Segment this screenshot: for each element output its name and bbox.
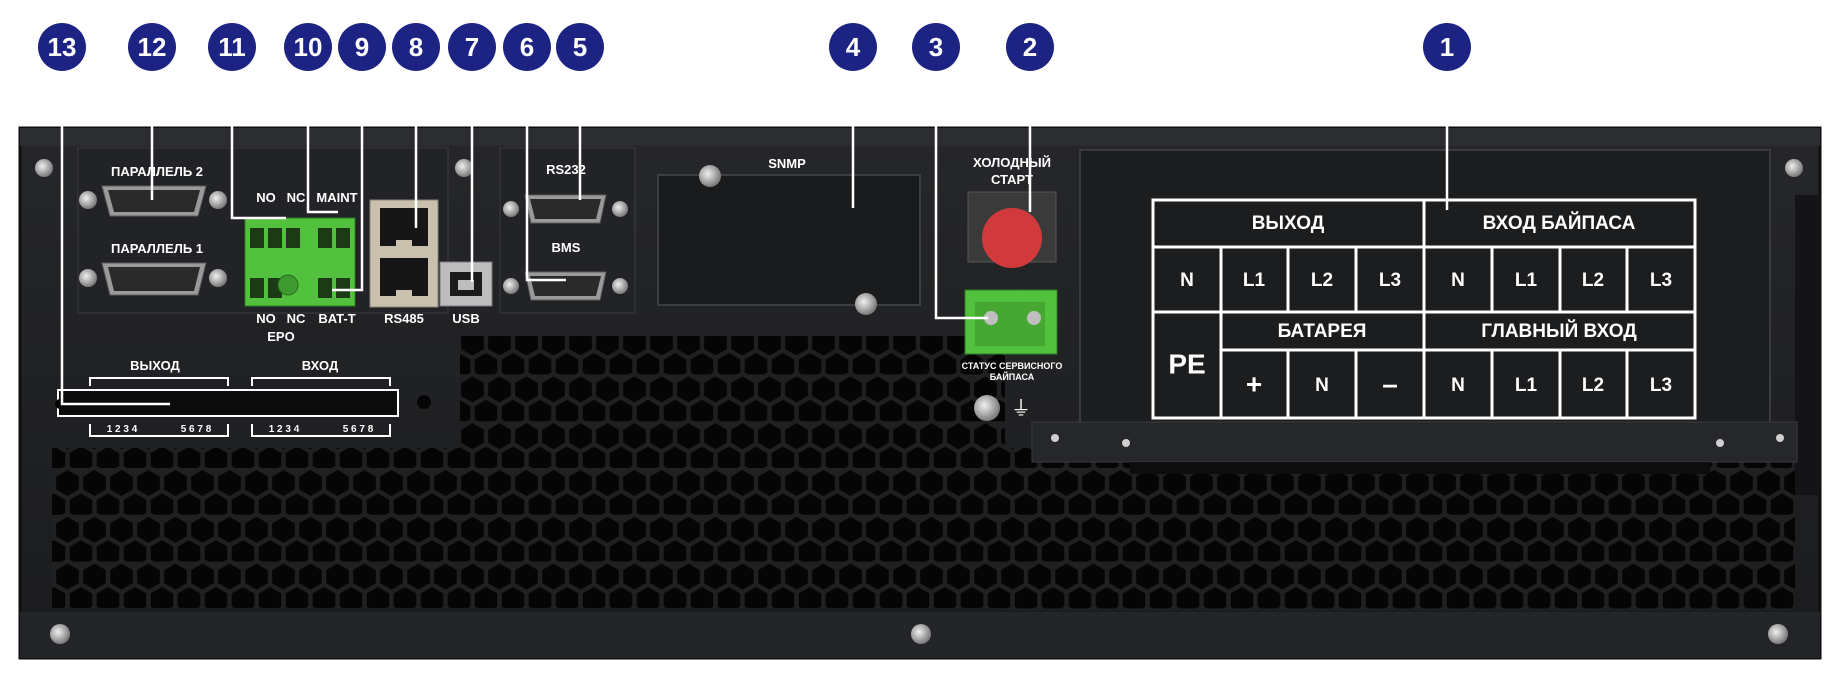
slot-pins-b-output: 5 6 7 8 — [181, 424, 212, 435]
dry-contact-terminal-block — [244, 217, 356, 307]
right-end-cap — [1795, 195, 1820, 495]
rs232-label: RS232 — [546, 162, 586, 177]
callout-number: 7 — [465, 32, 479, 62]
table-main-input-header: ГЛАВНЫЙ ВХОД — [1481, 320, 1637, 342]
table-output-header: ВЫХОД — [1252, 213, 1325, 234]
parallel-1-connector — [79, 262, 227, 296]
table-cell: L2 — [1311, 270, 1333, 291]
callout-circle — [503, 23, 551, 71]
bat-t-label: BAT-T — [318, 311, 355, 326]
callout-number: 3 — [929, 32, 943, 62]
rs232-connector — [503, 194, 628, 224]
callout-circle — [284, 23, 332, 71]
rs485-label: RS485 — [384, 311, 424, 326]
terminal-cover-shadow — [1130, 462, 1710, 474]
ground-screw — [974, 395, 1000, 421]
chassis-top-rail — [20, 128, 1820, 146]
slot-pins-b-input: 5 6 7 8 — [343, 424, 374, 435]
service-bypass-status-terminal — [964, 289, 1058, 355]
epo-label: EPO — [267, 329, 294, 344]
callout-number: 10 — [294, 32, 323, 62]
terminal-table — [1151, 198, 1697, 420]
callout-number: 11 — [218, 32, 246, 62]
callout-number: 12 — [138, 32, 167, 62]
callout-circle — [128, 23, 176, 71]
table-cell: – — [1382, 368, 1398, 399]
parallel-2-label: ПАРАЛЛЕЛЬ 2 — [111, 164, 203, 179]
callout-circle — [38, 23, 86, 71]
no-top-label: NO — [256, 190, 276, 205]
callout-number: 5 — [573, 32, 587, 62]
cold-start-button[interactable] — [967, 191, 1057, 268]
slot-bracket-output — [89, 377, 229, 437]
table-bypass-header: ВХОД БАЙПАСА — [1483, 212, 1636, 234]
callout-number: 9 — [355, 32, 369, 62]
ground-icon: ⏚ — [1011, 398, 1031, 420]
table-cell: N — [1180, 270, 1194, 291]
table-cell: L2 — [1582, 375, 1604, 396]
callout-circle — [1423, 23, 1471, 71]
service-status-label-1: СТАТУС СЕРВИСНОГО — [962, 361, 1063, 371]
snmp-slot-cover — [657, 165, 921, 315]
callout-circle — [912, 23, 960, 71]
table-cell: L1 — [1515, 270, 1538, 291]
slot-input-label: ВХОД — [302, 358, 339, 373]
chassis-screws — [35, 159, 1803, 644]
callout-number: 6 — [520, 32, 534, 62]
rs485-port — [369, 199, 439, 308]
table-bottom-row: + N – N L1 L2 L3 — [1246, 368, 1672, 399]
table-cell: N — [1315, 375, 1329, 396]
callout-circle — [338, 23, 386, 71]
table-cell: L3 — [1379, 270, 1401, 291]
no-bottom-label: NO — [256, 311, 276, 326]
table-cell: L1 — [1243, 270, 1266, 291]
cold-start-label-2: СТАРТ — [991, 172, 1033, 187]
table-cell: L3 — [1650, 375, 1672, 396]
table-cell: L2 — [1582, 270, 1604, 291]
slot-hole — [417, 395, 431, 409]
callout-leaders — [60, 62, 1449, 406]
parallel-1-label: ПАРАЛЛЕЛЬ 1 — [111, 241, 203, 256]
usb-port — [439, 261, 493, 307]
nc-bottom-label: NC — [287, 311, 306, 326]
ventilation-grille — [52, 336, 1795, 610]
maint-label: MAINT — [316, 190, 357, 205]
table-cell: L3 — [1650, 270, 1672, 291]
snmp-label: SNMP — [768, 156, 806, 171]
usb-label: USB — [452, 311, 479, 326]
table-cell: L1 — [1515, 375, 1538, 396]
table-cell: N — [1451, 270, 1465, 291]
callout-circle — [556, 23, 604, 71]
callout-circle — [1006, 23, 1054, 71]
service-status-label-2: БАЙПАСА — [990, 371, 1035, 382]
cold-start-label: ХОЛОДНЫЙ — [973, 155, 1051, 170]
table-top-row: N L1 L2 L3 N L1 L2 L3 — [1180, 270, 1672, 291]
bms-label: BMS — [552, 240, 581, 255]
table-pe-cell: PE — [1168, 348, 1205, 379]
callout-circle — [448, 23, 496, 71]
terminal-cover-lip — [1031, 421, 1798, 463]
callout-markers: 13 12 11 10 9 8 7 6 5 4 3 2 1 — [38, 23, 1471, 71]
callout-circle — [392, 23, 440, 71]
slot-pins-a-output: 1 2 3 4 — [107, 424, 138, 435]
slot-output-label: ВЫХОД — [130, 358, 180, 373]
table-cell: N — [1451, 375, 1465, 396]
callout-number: 1 — [1440, 32, 1454, 62]
callout-number: 13 — [48, 32, 77, 62]
slot-bracket-input — [251, 377, 391, 437]
slot-pins-a-input: 1 2 3 4 — [269, 424, 300, 435]
callout-number: 2 — [1023, 32, 1037, 62]
nc-top-label: NC — [287, 190, 306, 205]
callout-number: 8 — [409, 32, 423, 62]
parallel-2-connector — [79, 185, 227, 217]
callout-circle — [829, 23, 877, 71]
callout-circle — [208, 23, 256, 71]
table-battery-header: БАТАРЕЯ — [1278, 321, 1367, 342]
table-cell: + — [1246, 368, 1262, 399]
callout-number: 4 — [846, 32, 861, 62]
